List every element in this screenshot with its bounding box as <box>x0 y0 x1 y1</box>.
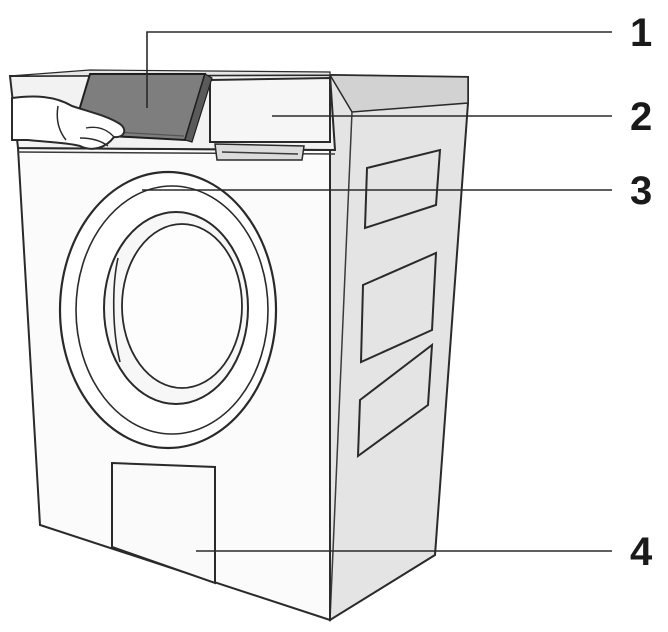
callout-2: 2 <box>630 95 652 139</box>
callout-1: 1 <box>630 11 652 55</box>
machine-side-panel <box>330 75 468 620</box>
callout-4: 4 <box>630 530 653 574</box>
machine-door <box>60 172 276 448</box>
service-flap <box>112 463 215 583</box>
callout-3: 3 <box>630 169 652 213</box>
